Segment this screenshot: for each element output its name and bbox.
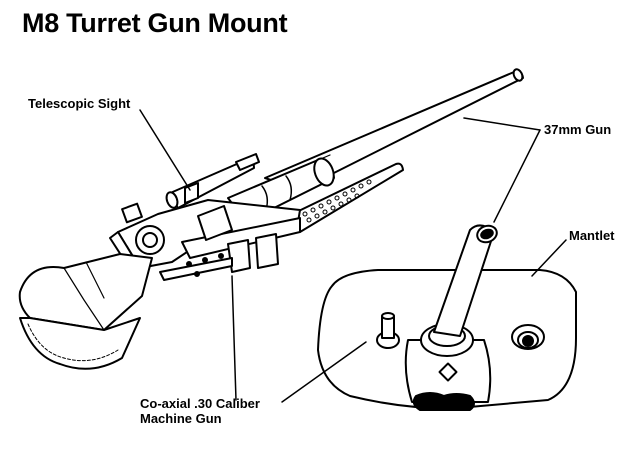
label-mantlet: Mantlet [569, 228, 615, 243]
label-coaxial-line1: Co-axial .30 Caliber [140, 396, 260, 411]
mantlet-drawing [317, 224, 577, 411]
label-coaxial-line2: Machine Gun [140, 411, 222, 426]
cooling-holes [302, 179, 372, 223]
label-37mm-gun: 37mm Gun [544, 122, 612, 137]
deflector-bag [18, 253, 153, 370]
leader-lines [139, 109, 567, 403]
coaxial-mg-barrel [279, 162, 404, 233]
diagram-title: M8 Turret Gun Mount [22, 8, 288, 38]
gun-cradle [109, 199, 301, 281]
label-coaxial-machine-gun: Co-axial .30 Caliber Machine Gun [140, 396, 260, 426]
label-telescopic-sight: Telescopic Sight [28, 96, 131, 111]
